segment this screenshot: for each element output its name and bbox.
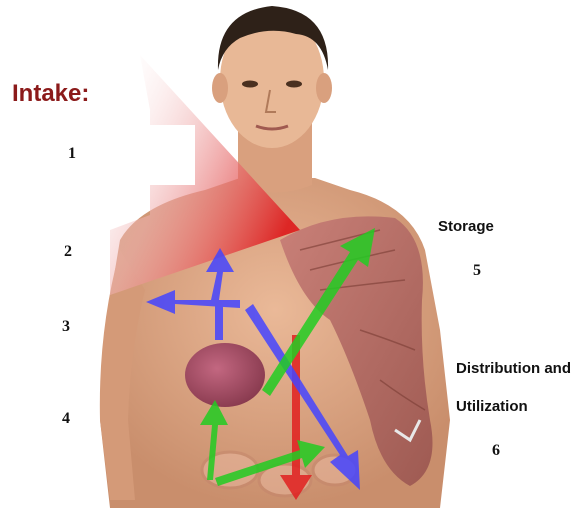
step-label-3: 3 xyxy=(62,318,70,336)
intake-title: Intake: xyxy=(12,80,89,108)
step-label-1: 1 xyxy=(68,145,76,163)
step-label-5: 5 xyxy=(473,262,481,280)
storage-label: Storage xyxy=(438,218,494,235)
utilization-label: Utilization xyxy=(456,398,528,415)
liver-organ xyxy=(185,343,265,407)
step-label-2: 2 xyxy=(64,243,72,261)
distribution-label: Distribution and xyxy=(456,360,571,377)
step-label-4: 4 xyxy=(62,410,70,428)
step-label-6: 6 xyxy=(492,442,500,460)
